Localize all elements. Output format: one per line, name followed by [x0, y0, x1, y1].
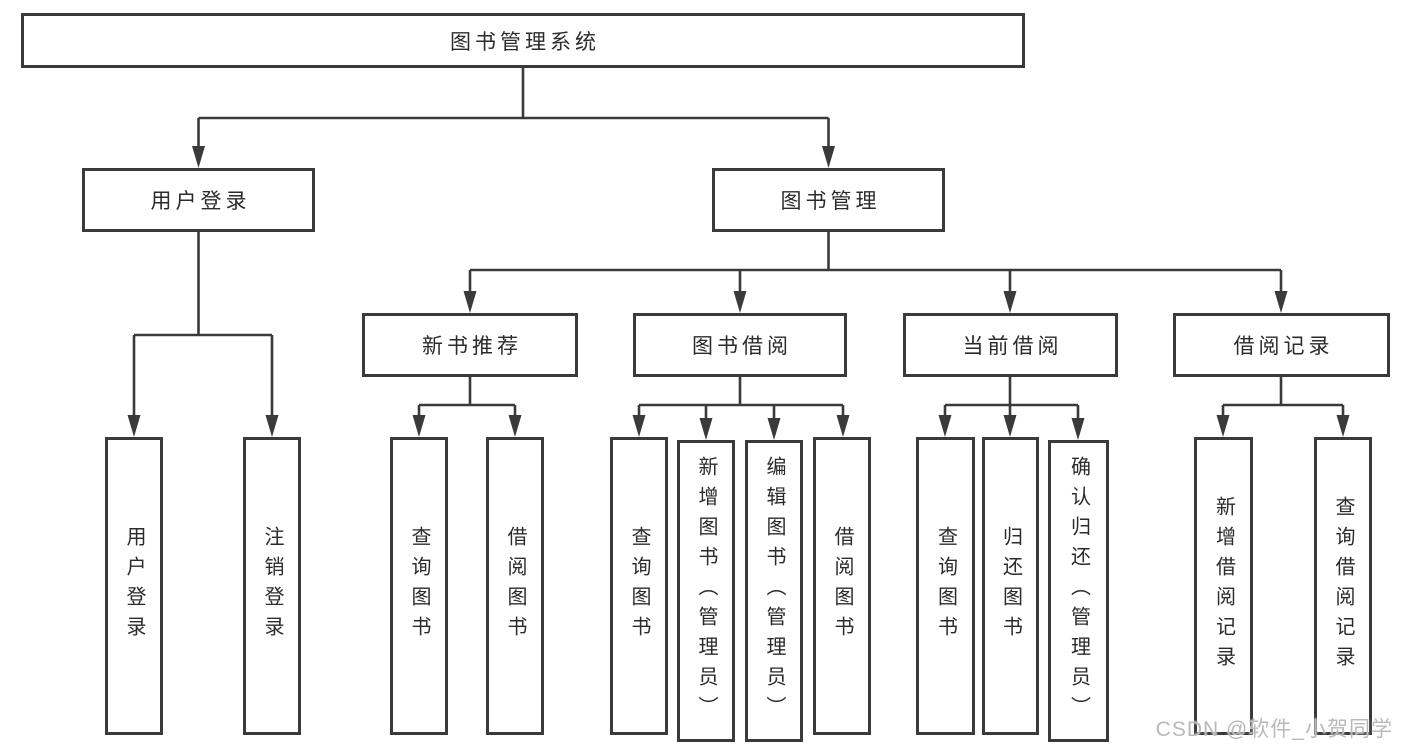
leaf-current-query-book-label: 查询图书	[934, 526, 957, 646]
leaf-recommend-query-book: 查询图书	[390, 437, 448, 735]
leaf-confirm-return-admin-label: 确认归还（管理员）	[1067, 456, 1090, 726]
leaf-edit-book-admin-label: 编辑图书（管理员）	[763, 456, 785, 726]
leaf-return-book: 归还图书	[982, 437, 1039, 735]
node-book-borrowing: 图书借阅	[633, 313, 847, 377]
node-book-management-label: 图书管理	[780, 190, 881, 213]
node-current-borrowing: 当前借阅	[903, 313, 1118, 377]
node-current-borrowing-label: 当前借阅	[962, 335, 1063, 358]
leaf-query-borrow-record-label: 查询借阅记录	[1332, 496, 1354, 676]
leaf-return-book-label: 归还图书	[999, 526, 1022, 646]
leaf-user-login: 用户登录	[105, 437, 163, 735]
leaf-add-book-admin-label: 新增图书（管理员）	[695, 456, 717, 726]
node-book-management: 图书管理	[712, 168, 945, 232]
leaf-recommend-query-book-label: 查询图书	[408, 526, 430, 646]
node-new-book-recommend-label: 新书推荐	[422, 335, 522, 358]
node-user-login: 用户登录	[82, 168, 315, 232]
leaf-borrowing-borrow-book-label: 借阅图书	[831, 526, 853, 646]
node-new-book-recommend: 新书推荐	[362, 313, 578, 377]
node-root-system-label: 图书管理系统	[450, 30, 600, 54]
leaf-user-login-label: 用户登录	[123, 526, 145, 646]
leaf-add-book-admin: 新增图书（管理员）	[677, 440, 735, 742]
leaf-borrowing-query-book: 查询图书	[610, 437, 668, 735]
node-root-system: 图书管理系统	[21, 13, 1025, 68]
csdn-watermark: CSDN @软件_小贺同学	[1155, 718, 1393, 741]
leaf-edit-book-admin: 编辑图书（管理员）	[745, 440, 803, 742]
leaf-add-borrow-record: 新增借阅记录	[1194, 437, 1253, 735]
node-book-borrowing-label: 图书借阅	[692, 335, 792, 358]
leaf-borrowing-borrow-book: 借阅图书	[813, 437, 871, 735]
leaf-logout-label: 注销登录	[261, 526, 283, 646]
leaf-query-borrow-record: 查询借阅记录	[1314, 437, 1372, 735]
node-borrowing-records: 借阅记录	[1173, 313, 1390, 377]
node-borrowing-records-label: 借阅记录	[1233, 335, 1334, 358]
leaf-confirm-return-admin: 确认归还（管理员）	[1048, 440, 1109, 742]
leaf-logout: 注销登录	[243, 437, 301, 735]
leaf-recommend-borrow-book-label: 借阅图书	[504, 526, 526, 646]
leaf-recommend-borrow-book: 借阅图书	[486, 437, 544, 735]
leaf-current-query-book: 查询图书	[916, 437, 975, 735]
node-user-login-label: 用户登录	[150, 190, 251, 213]
leaf-borrowing-query-book-label: 查询图书	[628, 526, 650, 646]
leaf-add-borrow-record-label: 新增借阅记录	[1212, 496, 1235, 676]
